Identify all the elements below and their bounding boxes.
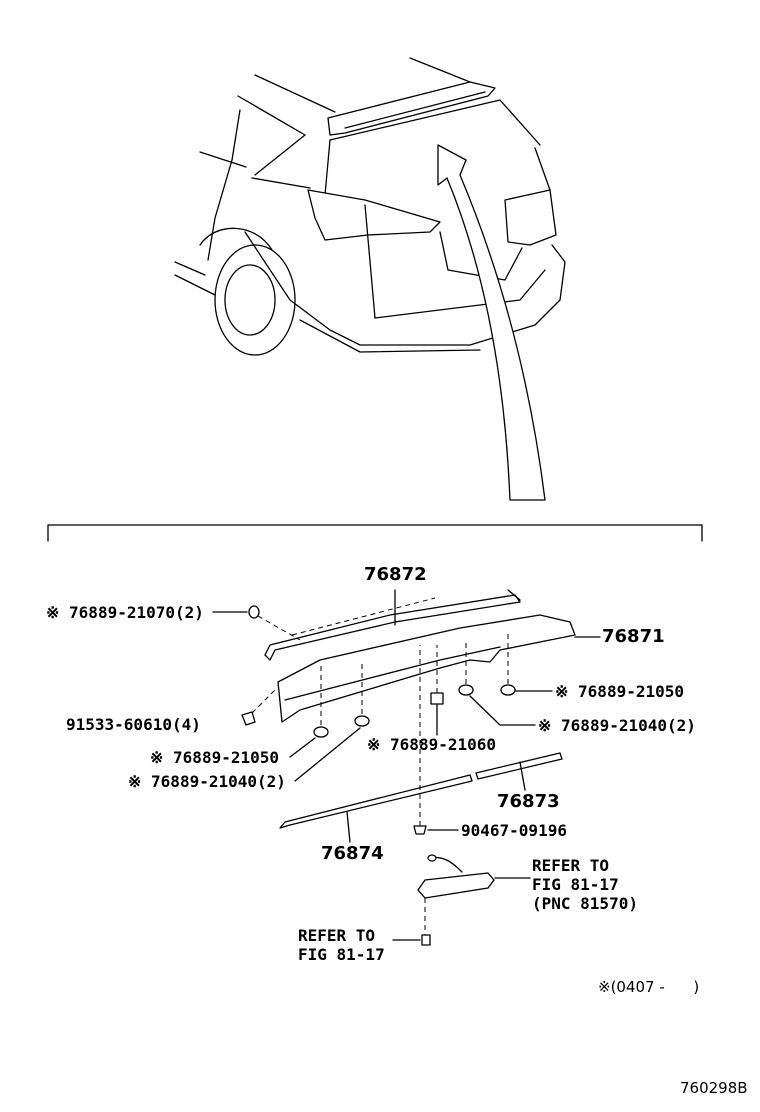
molding-76873	[475, 752, 563, 791]
pad-21040-left	[294, 660, 370, 782]
diagram-id: 760298B	[680, 1079, 748, 1097]
applicability-note: ※(0407 - )	[598, 978, 700, 996]
part-number-90467-09196: 90467-09196	[461, 821, 567, 840]
part-number-76872: 76872	[364, 564, 427, 585]
part-number-76871: 76871	[602, 626, 665, 647]
refer-note-lamp-line3: (PNC 81570)	[532, 894, 638, 913]
part-number-76889-21050-right: ※ 76889-21050	[555, 682, 684, 701]
high-mount-stop-lamp	[392, 854, 531, 946]
refer-note-bolt-line1: REFER TO	[298, 926, 376, 945]
detail-frame	[47, 524, 703, 542]
pad-21040-right	[458, 640, 536, 726]
molding-76872	[264, 589, 521, 661]
pad-21050-right	[500, 632, 553, 696]
vehicle-rear-view	[174, 57, 566, 501]
pad-21050-left	[289, 665, 329, 758]
part-number-76873: 76873	[497, 791, 560, 812]
part-number-76874: 76874	[321, 843, 384, 864]
part-number-91533-60610: 91533-60610(4)	[66, 715, 201, 734]
screw-60610	[241, 689, 276, 726]
refer-note-bolt-line2: FIG 81-17	[298, 945, 385, 964]
clip-21070	[248, 605, 260, 619]
part-number-76889-21040-left: ※ 76889-21040(2)	[128, 772, 286, 791]
part-number-76889-21060: ※ 76889-21060	[367, 735, 496, 754]
refer-note-lamp-line2: FIG 81-17	[532, 875, 619, 894]
part-number-76889-21040-right: ※ 76889-21040(2)	[538, 716, 696, 735]
part-number-76889-21050-left: ※ 76889-21050	[150, 748, 279, 767]
spoiler-76871	[277, 614, 576, 723]
refer-note-lamp-line1: REFER TO	[532, 856, 610, 875]
clip-09196	[413, 645, 459, 835]
part-number-76889-21070: ※ 76889-21070(2)	[46, 603, 204, 622]
pad-21060	[430, 645, 444, 736]
molding-76874	[279, 774, 473, 843]
